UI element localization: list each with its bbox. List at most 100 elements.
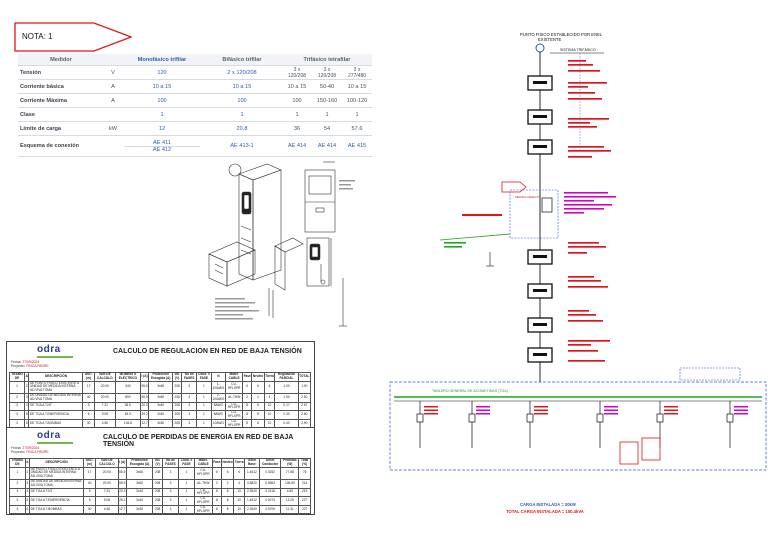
table-cell: 3x40: [125, 487, 154, 498]
table-cell: 11.31: [280, 504, 300, 515]
table-cell: 208: [172, 401, 183, 412]
table-cell: DE UNIDAD DE MEDIDA INTERNA AD.VIVA TOMA: [28, 393, 84, 403]
table-cell: 208: [152, 479, 163, 489]
meter-cabinet-drawing: [208, 161, 355, 327]
row-unit: [104, 135, 122, 157]
table-header-cell: I (A): [117, 458, 127, 468]
table-header-cell: I (A): [139, 372, 150, 382]
table-header-cell: DIST. (m): [82, 372, 95, 382]
table-cell: CU-HFLSPR: [225, 410, 244, 420]
table-cell: 1: [178, 496, 195, 506]
table-cell: 8: [211, 487, 222, 498]
summary-line2: TOTAL CARGA INSTALADA = 100.4kVA: [506, 509, 584, 514]
table-cell: 8: [242, 410, 253, 420]
header-unit: [104, 54, 122, 66]
table-cell: 3x40: [148, 410, 174, 420]
table-cell: 136.80: [280, 479, 300, 489]
regulation-calc-sheet: odra CALCULO DE REGULACION EN RED DE BAJ…: [6, 341, 315, 429]
table-cell: 1: [178, 487, 195, 498]
table-cell: 6: [82, 410, 95, 420]
header-bifasico: Bifásico trifilar: [202, 54, 282, 66]
proyecto-value: FINCA PADRE: [26, 364, 49, 369]
table-header-cell: N: [210, 372, 227, 382]
table-cell: DE UNIDAD DE MEDIDA INTERNA AD.VIVA TOMA: [29, 479, 85, 489]
table-cell: 9.08: [93, 410, 116, 420]
table-cell: 6: [24, 504, 31, 515]
table-cell: 3x60: [148, 393, 174, 403]
breaker-symbol: [416, 413, 424, 423]
table-cell: 227: [298, 496, 311, 506]
cell-trifasico-1: 100: [282, 93, 312, 108]
table-cell: 2: [9, 479, 26, 489]
table-cell: 3: [8, 410, 26, 420]
table-cell: 55.5: [139, 380, 150, 395]
table-cell: 6: [263, 380, 276, 395]
cell-monofasico: 100: [122, 93, 202, 108]
note-callout-shape: [14, 22, 132, 52]
meter-table-header: Medidor Monofásico trifilar Bifásico tri…: [18, 54, 372, 66]
table-cell: 0.0118: [258, 487, 282, 498]
table-cell: 8AWG: [210, 410, 227, 420]
proyecto-label: Proyecto:: [11, 364, 26, 369]
table-cell: 10: [263, 401, 276, 412]
table-header-cell: TRAMO DE: [8, 372, 26, 382]
single-line-diagram: PUNTO FISICO ESTABLECIDO POR ENEL EXISTE…: [389, 32, 767, 514]
table-cell: DE TGA A T.EMERGENCIA: [28, 410, 84, 420]
cell-trifasico-2: 3 x 120/208: [312, 65, 342, 80]
table-cell: 3: [181, 380, 198, 395]
table-cell: 6: [242, 380, 253, 395]
cell-trifasico-1: 36: [282, 121, 312, 136]
row-unit: V: [104, 65, 122, 80]
table-cell: 3x40: [125, 496, 154, 506]
table-header-cell: VAN DE CALCULO: [93, 372, 116, 382]
header-monofasico: Monofásico trifilar: [122, 54, 202, 66]
row-label: Clase: [18, 107, 104, 122]
table-header-cell: Tierra: [233, 458, 246, 468]
table-cell: 2.50: [297, 393, 312, 403]
cell-trifasico-3: 10 a 15: [342, 79, 372, 94]
cell-trifasico-2: 1: [312, 107, 342, 122]
row-unit: kW: [104, 121, 122, 136]
cell-bifasico: 1: [202, 107, 282, 122]
breaker-symbol: [468, 413, 476, 423]
table-header-cell: Fase: [242, 372, 253, 382]
table-header-cell: Regulación PARCIAL: [274, 372, 299, 382]
table-cell: 20.3: [139, 401, 150, 412]
table-cell: 10: [233, 487, 246, 498]
source-symbol: [535, 43, 545, 53]
table-header-cell: Ω/Km Conductor: [258, 458, 282, 468]
table-cell: 1: [178, 504, 195, 515]
table-cell: 6: [211, 466, 222, 481]
row-label: Tensión: [18, 65, 104, 80]
diagram-header-line2: EXISTENTE: [538, 37, 561, 42]
logo-accent-bar: [37, 442, 73, 444]
table-cell: 3: [8, 401, 26, 412]
table-cell: 2-1/0AWG: [210, 392, 227, 403]
cell-trifasico-3: 3 x 277/480: [342, 65, 372, 80]
row-unit: A: [104, 79, 122, 94]
table-header-cell: TRAMO DE: [9, 458, 26, 468]
table-cell: 0.17: [274, 401, 299, 412]
table-cell: 8: [220, 487, 235, 498]
table-cell: 2: [24, 466, 31, 481]
table-cell: 0.0252: [258, 466, 282, 481]
table-cell: 3: [161, 466, 180, 481]
red-flag-marker: [501, 181, 527, 193]
table-cell: 6: [220, 466, 235, 481]
table-cell: 2: [242, 393, 253, 403]
table-cell: 8: [211, 504, 222, 515]
table-cell: 208: [152, 504, 163, 515]
breaker-symbol: [726, 413, 734, 423]
table-cell: 55.5: [117, 479, 127, 489]
sheet-meta: Fecha: 27/09/2024 Proyecto: FINCA PADRE: [11, 446, 49, 454]
table-cell: 340: [114, 380, 141, 395]
cell-monofasico: 120: [122, 65, 202, 80]
table-cell: 8: [220, 496, 235, 506]
cell-monofasico: 10 a 15: [122, 79, 202, 94]
